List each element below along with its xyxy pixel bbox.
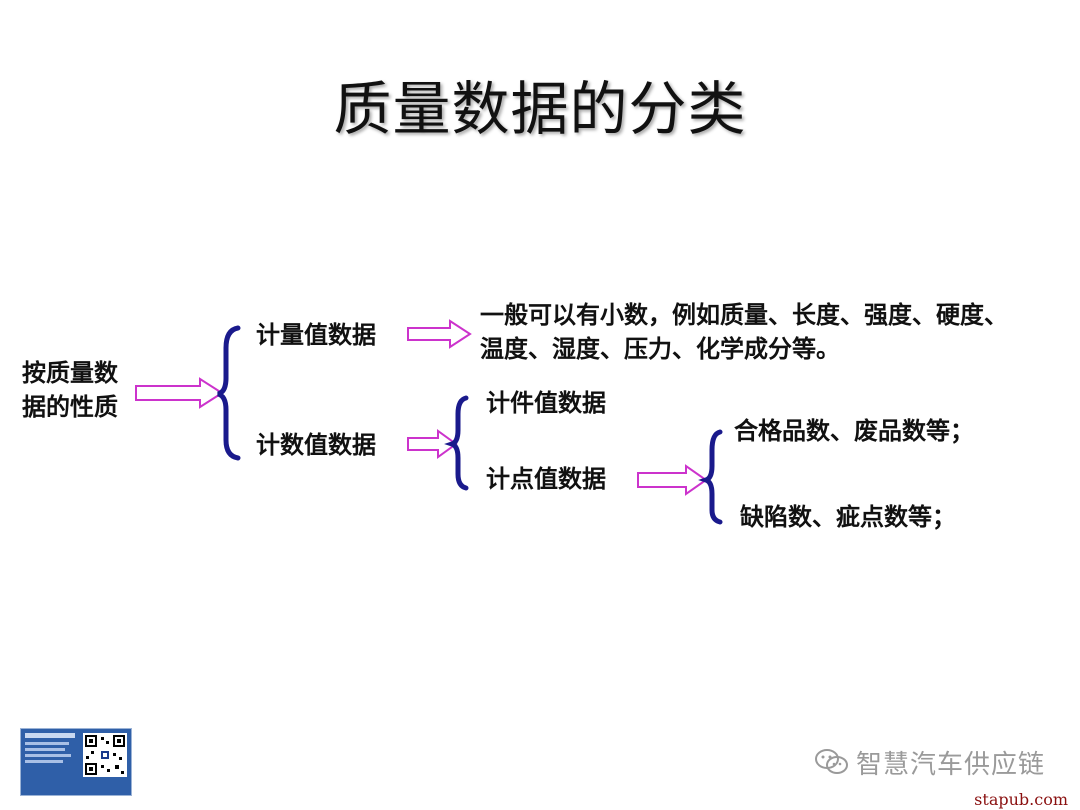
slide-title: 质量数据的分类 — [333, 75, 747, 143]
publisher-card-text — [25, 733, 81, 766]
measure-description-line-1: 一般可以有小数，例如质量、长度、强度、硬度、 — [480, 301, 1008, 329]
brace-main — [217, 325, 241, 461]
arrow-point — [637, 464, 708, 496]
arrow-measure — [407, 319, 472, 349]
piece-data-node: 计件值数据 — [486, 389, 606, 417]
publisher-card — [20, 728, 132, 796]
watermark: 智慧汽车供应链 — [814, 744, 1045, 783]
measure-description-line-2: 温度、湿度、压力、化学成分等。 — [480, 335, 840, 363]
watermark-text: 智慧汽车供应链 — [855, 750, 1045, 780]
piece-examples: 合格品数、废品数等； — [734, 417, 974, 445]
count-data-node: 计数值数据 — [256, 431, 376, 459]
qr-code-icon — [83, 733, 127, 777]
point-examples: 缺陷数、疵点数等； — [740, 503, 956, 531]
brace-examples — [698, 429, 723, 525]
point-data-node: 计点值数据 — [486, 465, 606, 493]
measure-description: 一般可以有小数，例如质量、长度、强度、硬度、 温度、湿度、压力、化学成分等。 — [480, 298, 1008, 366]
brace-count — [444, 395, 469, 491]
arrow-count — [407, 429, 458, 459]
site-link[interactable]: stapub.com — [974, 790, 1068, 809]
root-line-1: 按质量数 — [22, 359, 118, 387]
arrow-root — [135, 377, 224, 409]
root-node: 按质量数 据的性质 — [22, 356, 118, 424]
wechat-icon — [814, 748, 850, 783]
root-line-2: 据的性质 — [22, 393, 118, 421]
measure-data-node: 计量值数据 — [256, 321, 376, 349]
